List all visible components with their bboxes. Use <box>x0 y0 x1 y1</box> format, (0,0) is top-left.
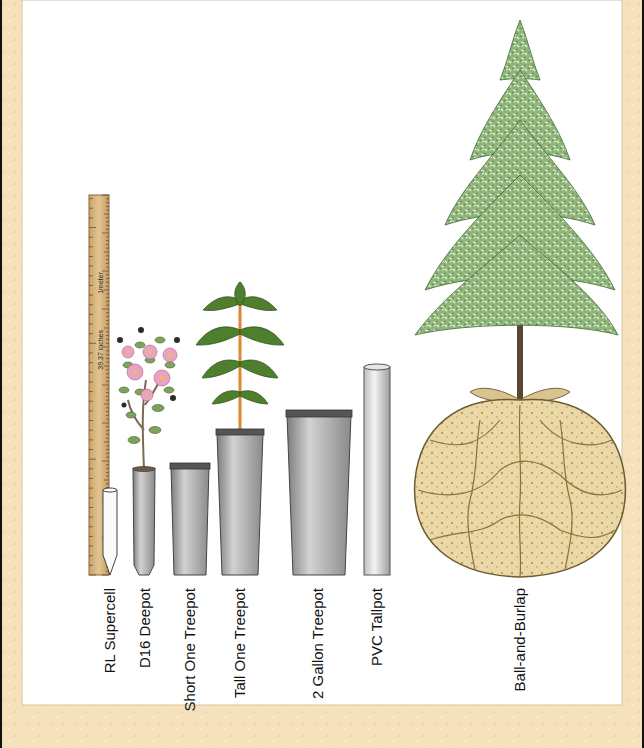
container-label: Tall One Treepot <box>231 588 249 698</box>
container-label: Short One Treepot <box>181 588 199 711</box>
ruler-label: 1meter <box>96 272 105 294</box>
ruler-label: 39.37 inches <box>96 330 105 370</box>
container-label: D16 Deepot <box>136 588 154 668</box>
container-label: PVC Tallpot <box>368 588 386 666</box>
container-label: Ball-and-Burlap <box>511 588 529 691</box>
container-label: 2 Gallon Treepot <box>309 588 327 699</box>
container-label: RL Supercell <box>101 588 119 673</box>
